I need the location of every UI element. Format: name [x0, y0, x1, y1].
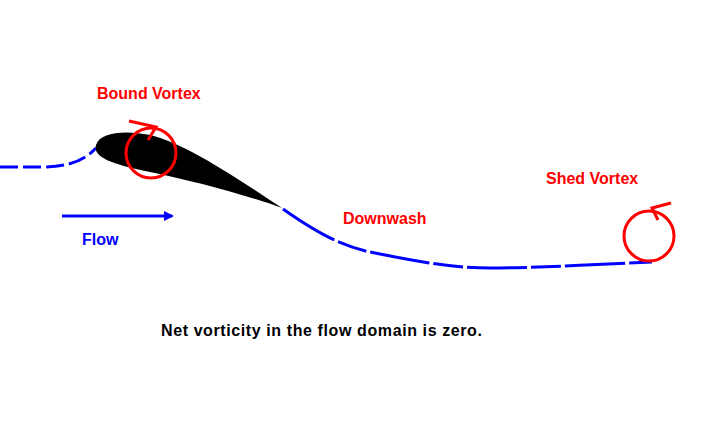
- shed-vortex-circle: [624, 211, 674, 261]
- vortex-rotation-arrow: [129, 121, 156, 140]
- upstream-streamline: [0, 148, 96, 167]
- vortex-label: Shed Vortex: [546, 171, 638, 187]
- flow-arrow: [62, 215, 172, 218]
- caption-text: Net vorticity in the flow domain is zero…: [161, 323, 483, 339]
- airfoil: [96, 132, 282, 208]
- downwash-label: Downwash: [343, 211, 427, 227]
- downwash-streamline: [283, 209, 652, 268]
- vortex-rotation-arrow: [652, 203, 671, 220]
- flow-label: Flow: [82, 232, 118, 248]
- vortex-label: Bound Vortex: [97, 86, 201, 102]
